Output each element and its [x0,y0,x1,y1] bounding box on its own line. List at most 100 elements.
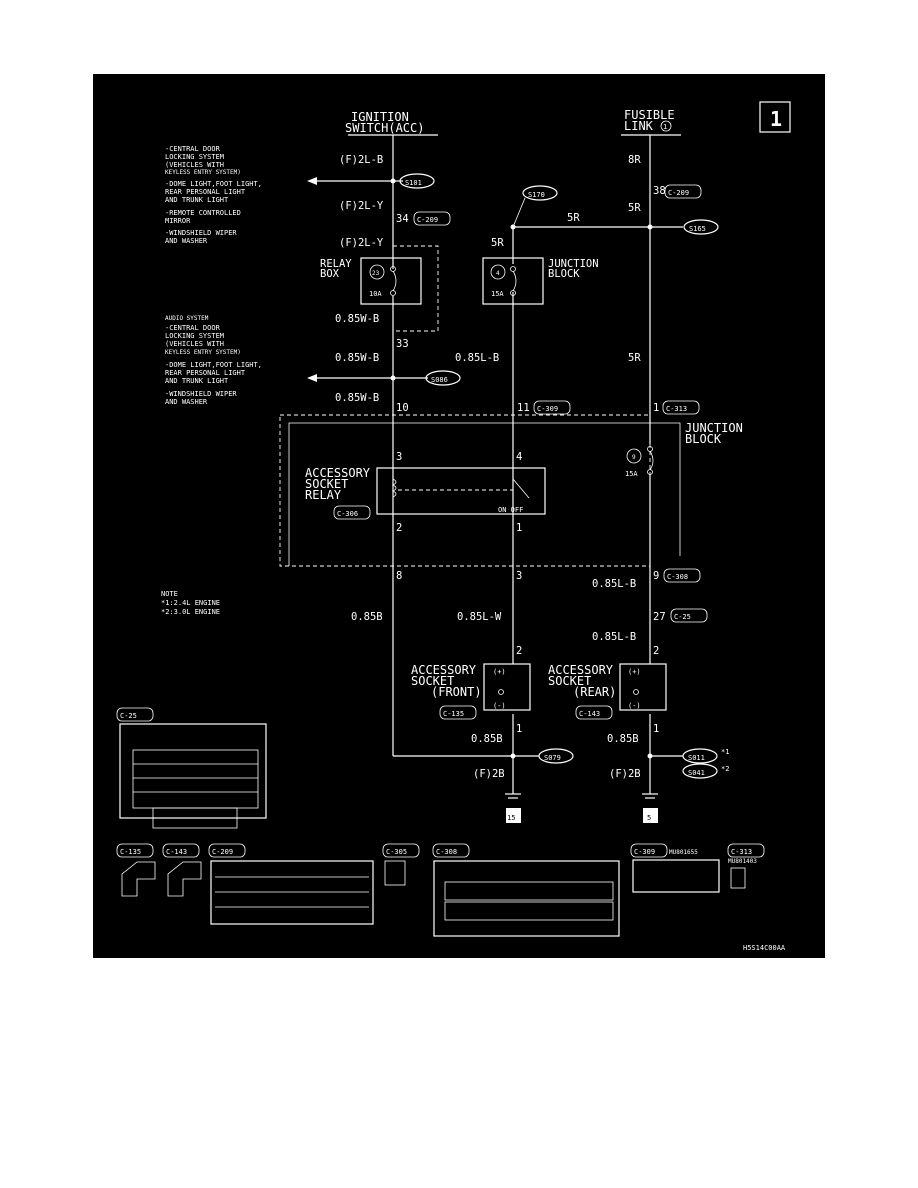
connector-face-c313-body [730,867,746,889]
pin-1-c313: 1 [653,402,659,414]
connector-c309-tag [533,400,571,415]
socket-rear-label-1: ACCESSORY [548,663,614,677]
connector-face-c143-body [167,861,202,897]
connector-face-c308-tag [432,843,470,858]
socket-rear-contact [633,689,639,695]
fuse-9-amp: 15A [625,470,638,478]
s086-tag [425,370,461,386]
note-top-10: AND WASHER [165,237,208,245]
relay-box-dashed [393,245,439,332]
connector-face-c25: C-25 [116,707,267,829]
relay-label-1: ACCESSORY [305,466,371,480]
pin-9: 9 [653,570,659,582]
note-top-9: -WINDSHIELD WIPER [165,229,237,237]
connector-face-c25-tag [116,707,154,722]
fuse-23-bottom [390,290,396,296]
s079-tag [538,748,574,764]
note-top-2: (VEHICLES WITH [165,161,224,169]
pin-1-relay: 1 [516,522,522,534]
connector-c308-tag [663,568,701,583]
connector-c135-tag [439,705,477,720]
fuse-23-circle [369,264,385,280]
pin-8: 8 [396,570,402,582]
connector-face-c143-label: C-143 [166,848,187,856]
socket-front-label-1: ACCESSORY [411,663,477,677]
s011-marker: *1 [721,748,729,756]
note-mid-2: LOCKING SYSTEM [165,332,224,340]
pin-27: 27 [653,611,666,623]
fuse-4-element [512,270,517,292]
c309-part-code: MU801655 [669,849,698,856]
junction-block-dashed [279,414,651,567]
junction-mid-label-2: BLOCK [685,432,722,446]
s086-label: S086 [431,376,448,384]
accessory-socket-front [483,663,531,711]
fuse-4-amp: 15A [491,290,504,298]
socket-rear-label-2: SOCKET [548,674,591,688]
connector-face-c135-tag [116,843,154,858]
page-number: 1 [770,107,782,131]
pin-34: 34 [396,213,409,225]
wiring-diagram: 1 IGNITION SWITCH(ACC) FUSIBLE LINK 1 S1… [93,74,825,958]
wire-label-w1: (F)2L-B [339,154,383,166]
fuse-23-amp: 10A [369,290,382,298]
accessory-socket-rear [619,663,667,711]
s170-leader [512,197,526,228]
wire-label-w19: (F)2B [473,768,505,780]
note-mid-4: KEYLESS ENTRY SYSTEM) [165,349,241,356]
c308-row-1 [444,881,614,901]
pin-1-front: 1 [516,723,522,735]
connector-face-c309-body [632,859,720,893]
wire-label-w6: 0.85W-B [335,392,379,404]
pin-3-relay: 3 [396,451,402,463]
connector-c309: C-309 [537,405,558,413]
connector-c135: C-135 [443,710,464,718]
junction-block-fuse-4 [482,257,544,305]
s086-arrow [307,374,317,382]
wire-label-w10: 8R [628,154,641,166]
connector-face-c313-label: C-313 [731,848,752,856]
junction-top-label-1: JUNCTION [548,258,599,270]
wire-label-w3: (F)2L-Y [339,237,384,249]
pin-4-relay: 4 [516,451,522,463]
wire-label-w4: 0.85W-B [335,313,379,325]
fuse-9-element [649,450,654,471]
junction-mid-label-1: JUNCTION [685,421,743,435]
socket-front-label-2: SOCKET [411,674,454,688]
fusible-link-label-1: FUSIBLE [624,108,675,122]
notes-mid: AUDIO SYSTEM -CENTRAL DOOR LOCKING SYSTE… [165,315,262,406]
connector-face-c313: C-313 MU801403 [727,843,765,889]
socket-front-label-3: (FRONT) [431,685,482,699]
connector-c209-right-tag [664,184,702,199]
relay-label-3: RELAY [305,488,342,502]
s165-tag [683,219,719,235]
connector-c306-tag [333,505,371,520]
pin-2-relay: 2 [396,522,402,534]
connector-face-c25-body [119,723,267,819]
connector-face-c25-pins [132,749,259,809]
s170-tag [522,185,558,201]
note-line-2: *2:3.0L ENGINE [161,608,220,616]
connector-face-c308-body [433,860,620,937]
relay-label-2: SOCKET [305,477,348,491]
connector-c313: C-313 [666,405,687,413]
connector-c143-tag [575,705,613,720]
wire-label-w16: 0.85L-B [592,631,636,643]
connector-c306: C-306 [337,510,358,518]
ground-right-box [643,808,658,823]
fusible-link-label-2: LINK [624,119,654,133]
connector-c209-right: C-209 [668,189,689,197]
relay-state: ON OFF [498,506,523,514]
socket-front-minus: (-) [493,702,506,710]
connector-c308: C-308 [667,573,688,581]
wire-label-w5: 0.85W-B [335,352,379,364]
connector-face-c308-label: C-308 [436,848,457,856]
pin-2-front: 2 [516,645,522,657]
s041-label: S041 [688,769,705,777]
wire-label-w14: 5R [628,352,641,364]
wire-label-w2: (F)2L-Y [339,200,384,212]
connector-c25-tag [670,608,708,623]
ignition-switch-label-1: IGNITION [351,110,409,124]
accessory-socket-relay [376,467,546,515]
note-mid-7: AND TRUNK LIGHT [165,377,229,385]
